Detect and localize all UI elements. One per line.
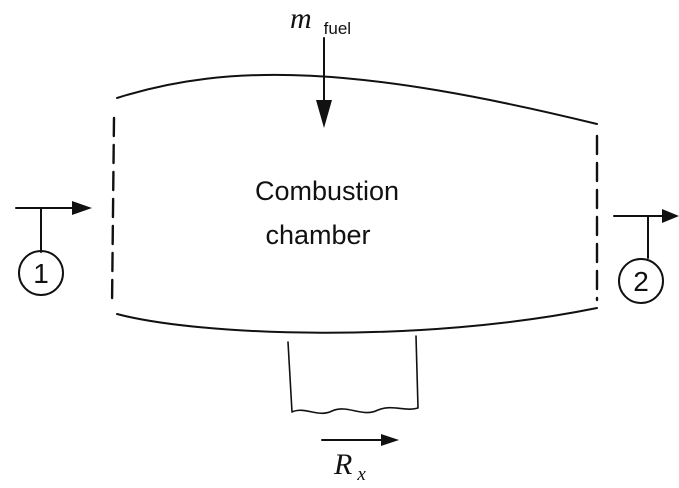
fuel-flow-symbol: m bbox=[290, 2, 312, 35]
fuel-inflow-arrowhead bbox=[316, 100, 332, 128]
chamber-label-line1: Combustion bbox=[255, 176, 399, 206]
fuel-flow-subscript: fuel bbox=[324, 19, 351, 38]
reaction-force-arrowhead bbox=[381, 434, 399, 446]
inlet-station-circle bbox=[18, 250, 64, 296]
chamber-top-wall bbox=[116, 73, 598, 125]
chamber-bottom-wall bbox=[116, 307, 598, 334]
reaction-force-label: R x bbox=[333, 448, 366, 485]
reaction-force-symbol: R bbox=[333, 448, 352, 481]
chamber-label-line2: chamber bbox=[265, 220, 370, 250]
reaction-force-subscript: x bbox=[356, 464, 366, 485]
inlet-station-number: 1 bbox=[33, 258, 49, 289]
inlet-boundary bbox=[110, 116, 116, 308]
fuel-flow-label: m fuel bbox=[290, 2, 351, 38]
support-mount bbox=[287, 335, 419, 415]
outlet-station-circle bbox=[618, 258, 664, 304]
inlet-flow-arrowhead bbox=[72, 201, 92, 215]
outlet-station-number: 2 bbox=[633, 266, 649, 297]
outlet-flow-arrowhead bbox=[662, 209, 679, 223]
